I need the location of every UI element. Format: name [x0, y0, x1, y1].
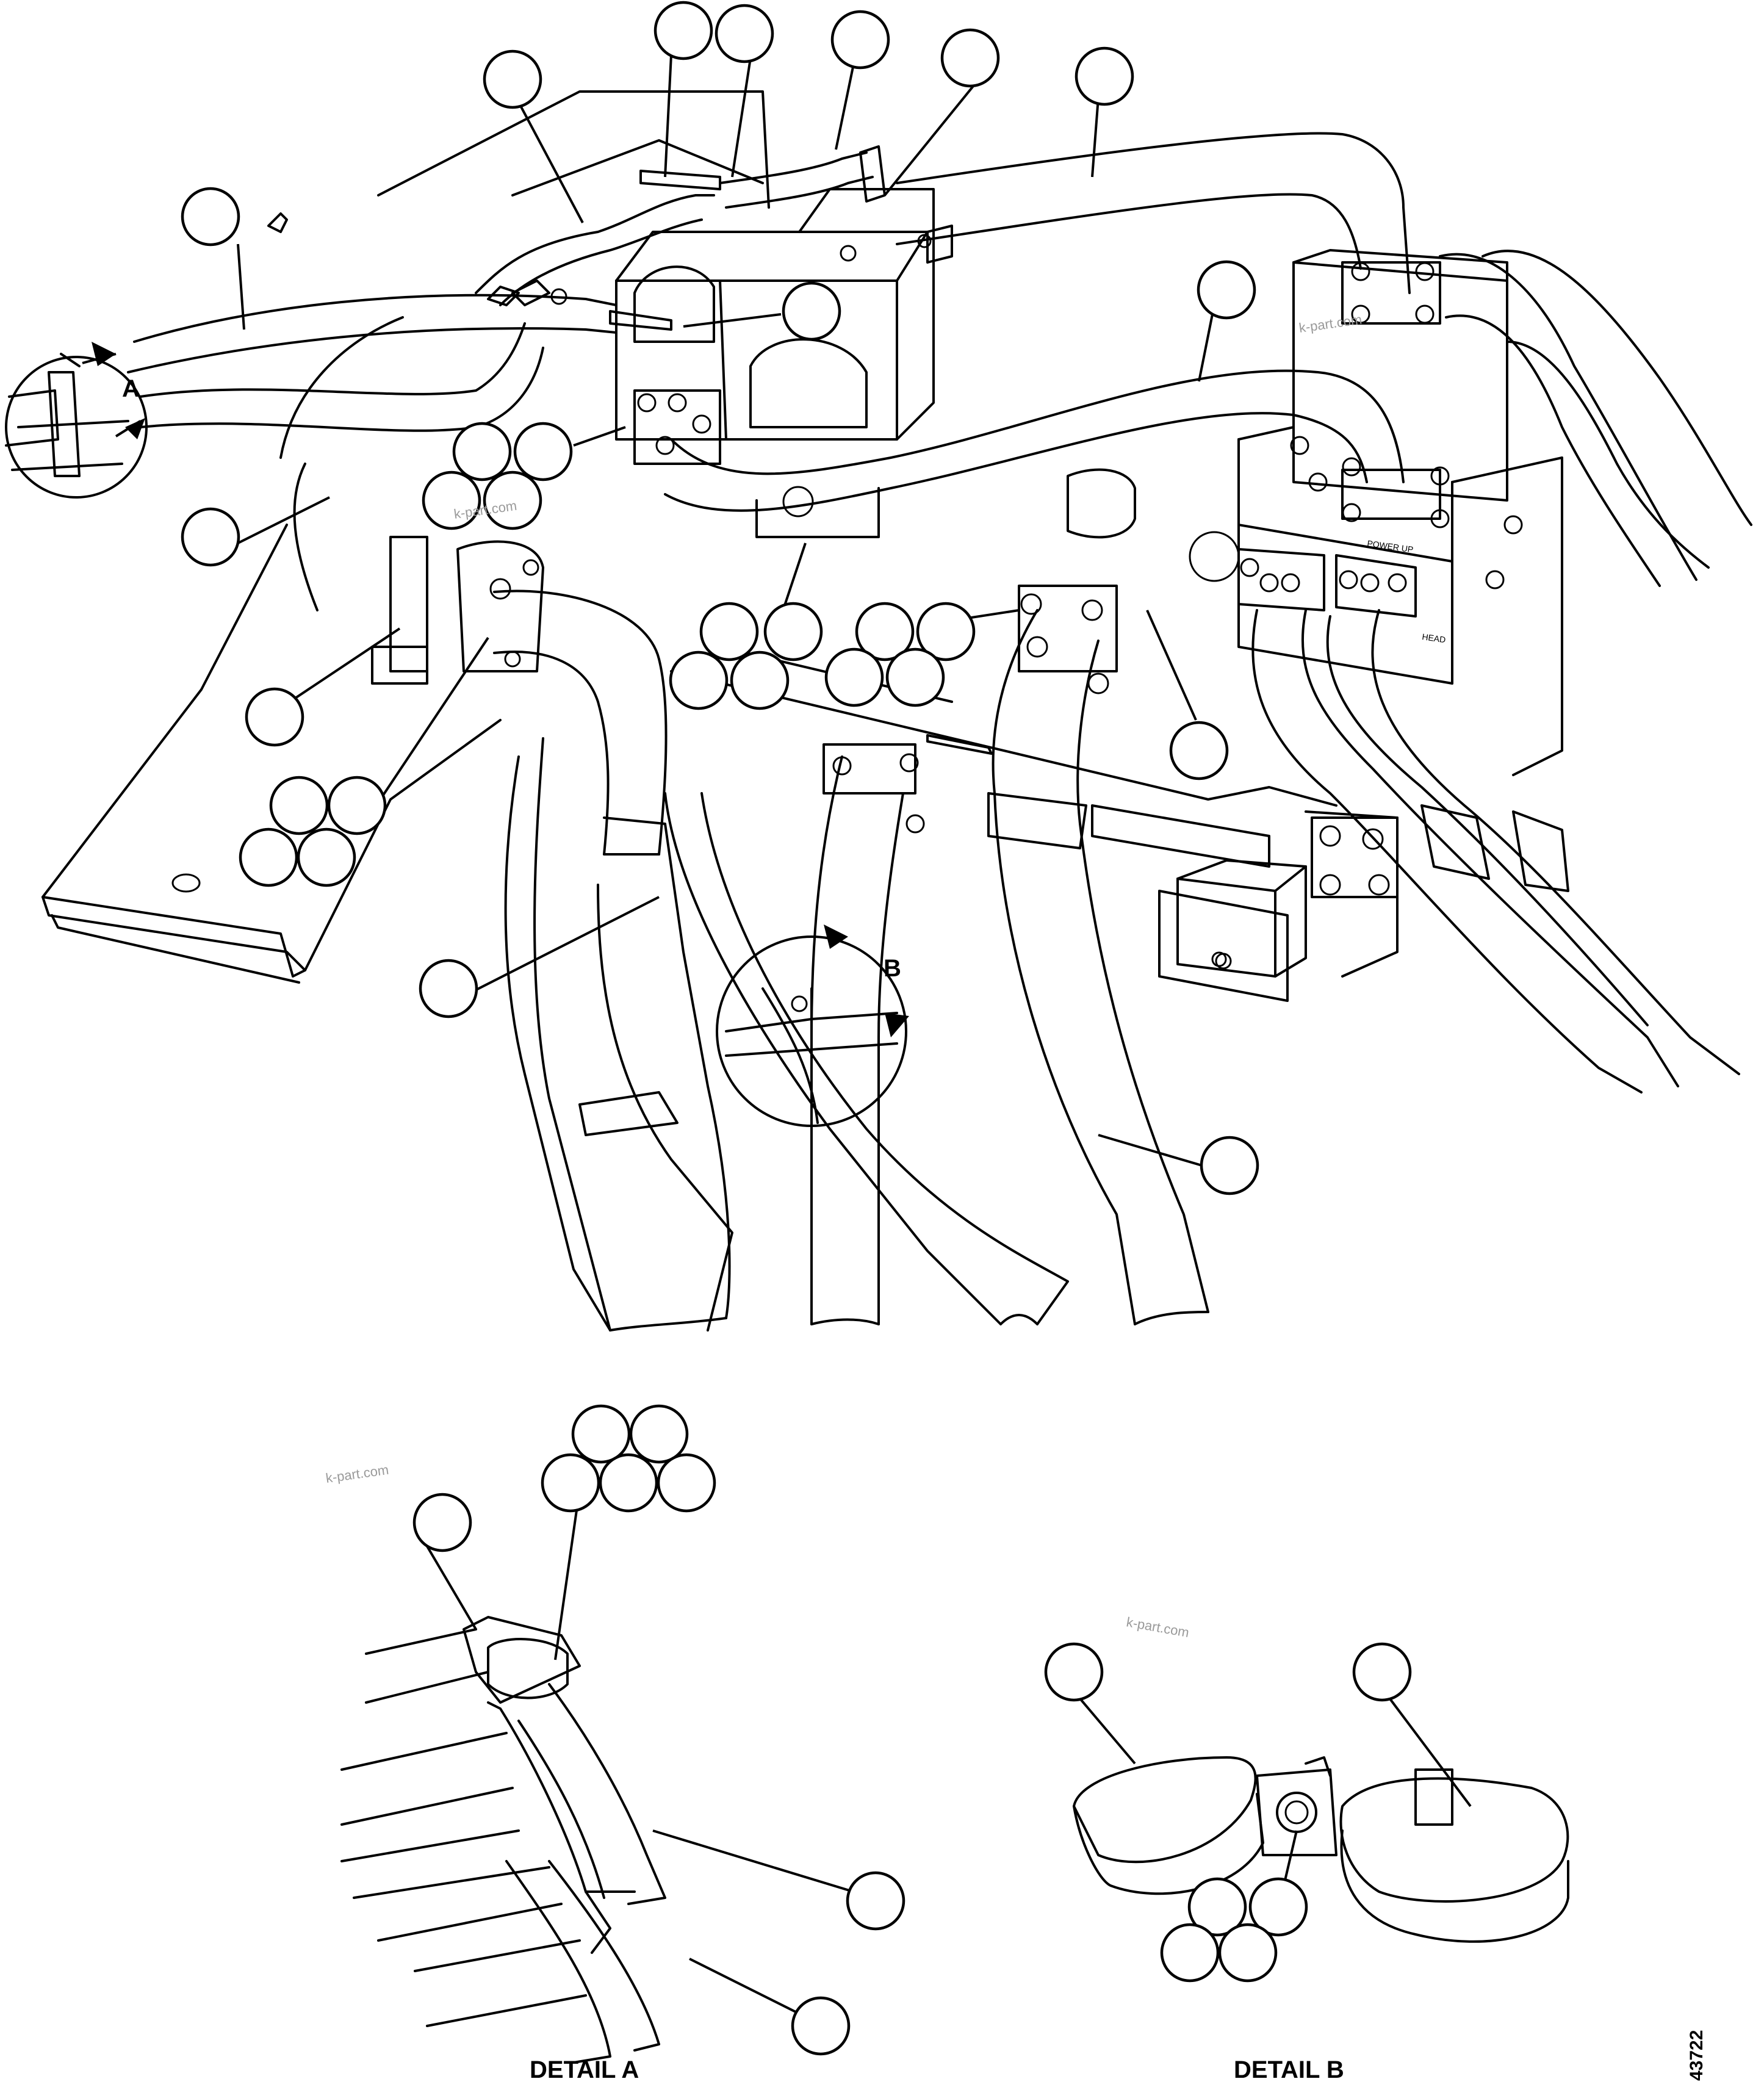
callout-balloon	[763, 602, 823, 661]
callout-balloon	[855, 602, 915, 661]
control-valve-block: POWER UP HEAD	[1189, 249, 1563, 776]
upper-hoses	[127, 132, 1752, 587]
watermark: k-part.com	[325, 1462, 389, 1486]
callout-balloon	[669, 650, 729, 710]
view-label-a: A	[122, 375, 140, 402]
callout-balloon	[513, 422, 573, 481]
detail-a-caption: DETAIL A	[530, 2056, 639, 2083]
callout-balloon	[1075, 46, 1134, 106]
callout-balloon	[782, 281, 841, 341]
callout-balloon	[419, 959, 478, 1018]
callout-balloon	[541, 1453, 600, 1513]
callout-balloon	[412, 1493, 472, 1552]
callout-balloon	[629, 1404, 689, 1464]
mounting-bracket	[41, 524, 502, 984]
callout-balloon	[599, 1453, 658, 1513]
callout-balloon	[699, 602, 759, 661]
callout-balloon	[730, 650, 790, 710]
callout-balloon	[830, 10, 890, 70]
callout-balloon	[422, 470, 481, 530]
rear-housing	[279, 90, 770, 611]
callout-balloon	[1248, 1877, 1308, 1937]
callout-balloon	[297, 827, 356, 887]
callout-balloon	[181, 507, 240, 567]
callout-balloon	[1169, 721, 1229, 780]
callout-balloon	[715, 4, 774, 63]
view-indicator-b: B	[716, 924, 909, 1127]
callout-balloon	[885, 647, 945, 707]
callout-balloon	[269, 776, 329, 835]
watermark: k-part.com	[1125, 1614, 1190, 1640]
callout-balloon	[571, 1404, 631, 1464]
callout-balloon	[1200, 1136, 1259, 1195]
callout-balloon	[653, 1, 713, 60]
view-indicator-a: A	[5, 342, 148, 499]
callout-balloon	[1197, 260, 1256, 320]
callout-balloon	[1352, 1642, 1412, 1702]
callout-balloon	[940, 28, 1000, 88]
callout-balloon	[916, 602, 976, 661]
callout-balloon	[181, 187, 240, 247]
callout-balloon	[483, 470, 542, 530]
hose-clamp-upper	[267, 145, 953, 685]
callout-balloon	[1044, 1642, 1104, 1702]
callout-balloon	[452, 422, 512, 481]
callout-balloon	[1160, 1923, 1220, 1983]
view-label-b: B	[884, 955, 901, 982]
callout-balloon	[846, 1871, 905, 1931]
callout-balloon	[1218, 1923, 1278, 1983]
callout-balloon	[483, 49, 542, 109]
callout-balloons	[181, 1, 1412, 2056]
watermark: k-part.com	[1298, 312, 1363, 336]
leader-lines	[225, 54, 1472, 2021]
detail-b-drawing	[1073, 1756, 1569, 1943]
valve-manifold	[550, 188, 935, 538]
valve-label-head: HEAD	[1422, 632, 1447, 644]
callout-balloon	[791, 1996, 851, 2056]
callout-balloon	[245, 687, 304, 747]
detail-b-caption: DETAIL B	[1234, 2056, 1344, 2083]
drawing-number: 43722	[1687, 2030, 1707, 2081]
callout-balloon	[1187, 1877, 1247, 1937]
callout-balloon	[824, 647, 884, 707]
callout-balloon	[239, 827, 298, 887]
detail-a-drawing	[340, 1616, 666, 2064]
callout-balloon	[657, 1453, 716, 1513]
callout-balloon	[327, 776, 387, 835]
